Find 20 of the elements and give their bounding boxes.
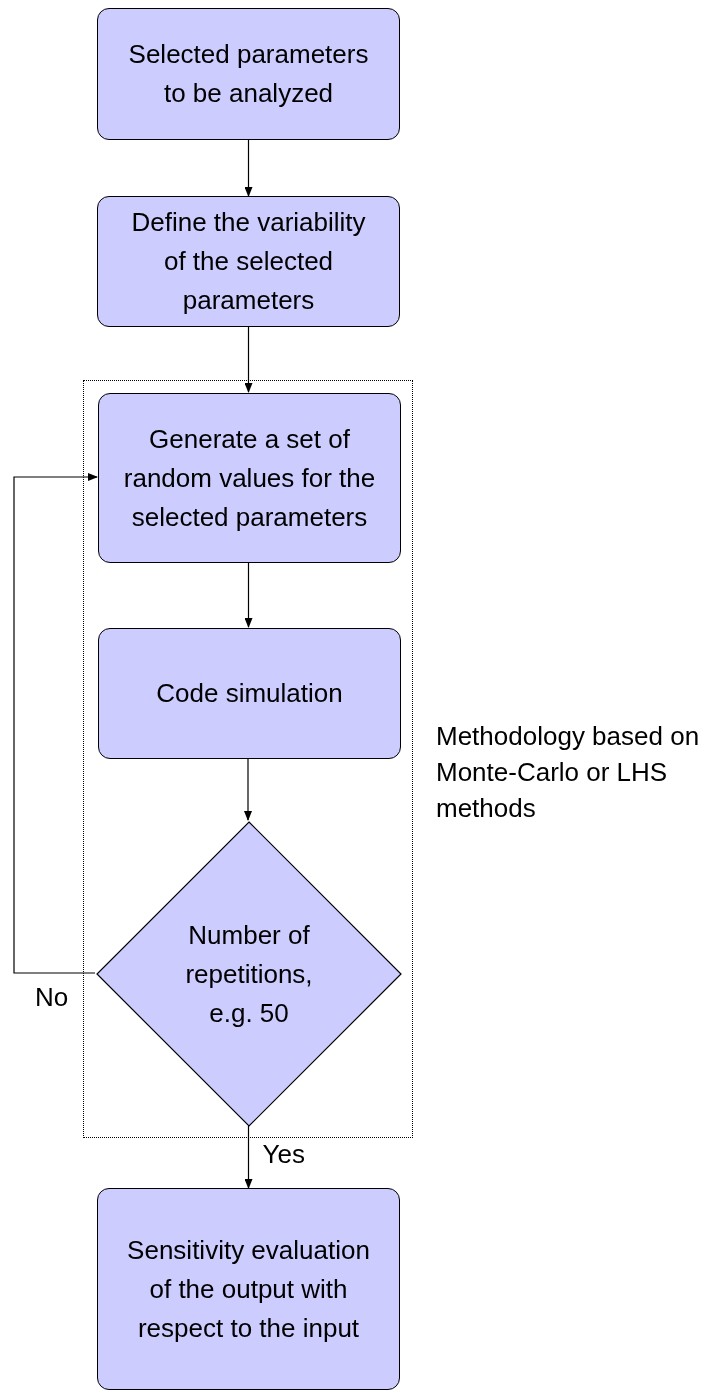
arrow xyxy=(244,139,253,197)
arrow xyxy=(244,326,253,393)
group-frame xyxy=(83,380,413,1138)
node-text: Number of repetitions, e.g. 50 xyxy=(184,918,314,1030)
group-note: Methodology based on Monte-Carlo or LHS methods xyxy=(436,720,701,825)
node-text: Selected parameters to be analyzed xyxy=(127,38,370,110)
process-box xyxy=(98,628,401,759)
arrow xyxy=(244,757,252,821)
arrow xyxy=(244,561,253,628)
decision-diamond xyxy=(96,821,402,1127)
process-box xyxy=(97,1188,400,1390)
process-box xyxy=(97,196,400,327)
node-text: Generate a set of random values for the selected parameters xyxy=(123,422,376,534)
arrow xyxy=(244,1125,253,1189)
node-text: Code simulation xyxy=(156,677,343,710)
arrow xyxy=(13,473,98,974)
process-box xyxy=(97,8,400,140)
node-text: Define the variability of the selected parameters xyxy=(130,206,367,317)
node-text: Sensitivity evaluation of the output with respect to the input xyxy=(126,1233,371,1345)
process-box xyxy=(98,393,401,563)
